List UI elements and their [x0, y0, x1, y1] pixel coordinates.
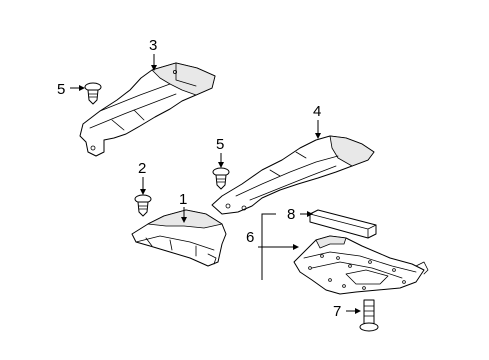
part-3-upper-shield	[79, 62, 216, 157]
push-pin-2	[134, 194, 152, 217]
part-1-lower-cover	[131, 209, 227, 267]
callout-5-upper: 5	[57, 81, 65, 98]
callout-8: 8	[287, 206, 295, 223]
callout-6: 6	[246, 229, 254, 246]
part-4-right-shield	[211, 135, 375, 215]
push-pin-5-middle	[212, 167, 230, 190]
callout-5-middle: 5	[216, 136, 224, 153]
part-8-bar	[309, 209, 377, 239]
callout-3: 3	[149, 37, 157, 54]
callout-7: 7	[333, 303, 341, 320]
part-6-under-tray	[293, 235, 429, 295]
bolt-7	[359, 299, 379, 332]
callout-labels: 3 5 4 5 2 1 8 6 7	[57, 37, 341, 320]
callout-1: 1	[179, 191, 187, 208]
push-pin-5-upper	[84, 82, 102, 105]
callout-4: 4	[313, 103, 321, 120]
callout-2: 2	[138, 160, 146, 177]
leader-lines	[70, 54, 361, 314]
